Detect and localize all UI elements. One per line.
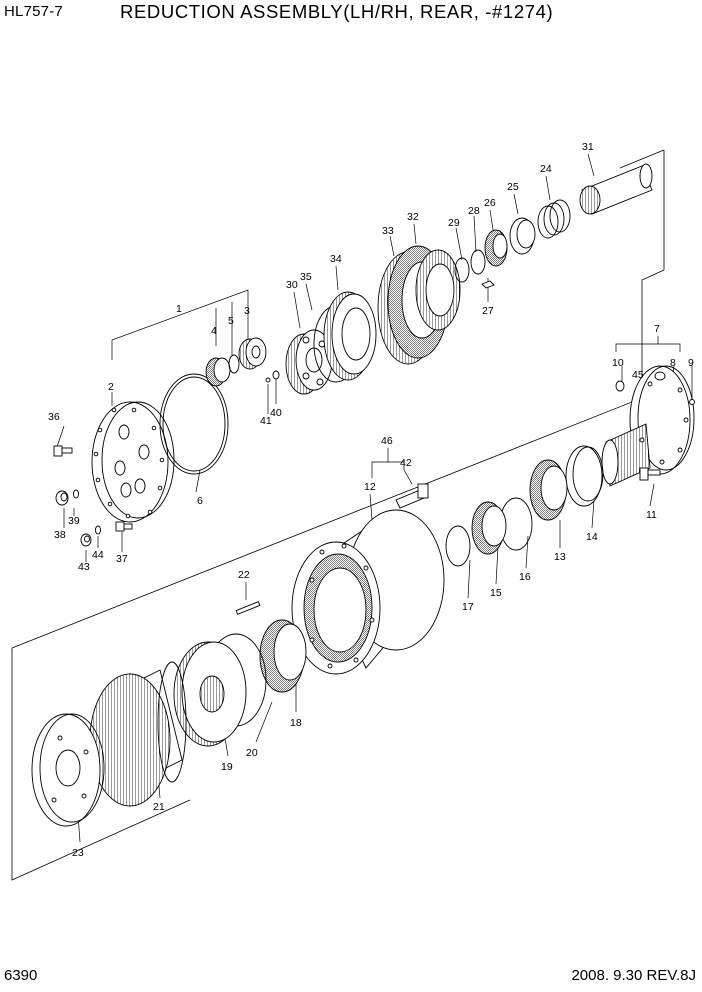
part-label-1: 1 [176, 303, 182, 315]
part-label-46: 46 [381, 435, 393, 447]
key-27 [481, 280, 495, 289]
gear-3 [238, 337, 267, 370]
ring-gear-21 [89, 661, 187, 807]
part-label-22: 22 [238, 569, 250, 581]
part-label-24: 24 [540, 163, 552, 175]
needle-bearing-4 [205, 357, 231, 387]
spring-24 [537, 199, 571, 239]
part-label-18: 18 [290, 717, 302, 729]
part-label-20: 20 [246, 747, 258, 759]
part-label-21: 21 [153, 801, 165, 813]
pin-22 [235, 601, 261, 615]
seal-14 [565, 445, 603, 507]
ring-17 [445, 525, 471, 567]
part-label-42: 42 [400, 457, 412, 469]
part-label-8: 8 [670, 357, 676, 369]
part-label-33: 33 [382, 225, 394, 237]
pin-41 [265, 377, 271, 383]
end-plate-23 [31, 713, 105, 827]
part-label-41: 41 [260, 415, 272, 427]
part-label-12: 12 [364, 481, 376, 493]
part-label-4: 4 [211, 325, 217, 337]
part-label-25: 25 [507, 181, 519, 193]
part-label-34: 34 [330, 253, 342, 265]
part-label-31: 31 [582, 141, 594, 153]
part-label-11: 11 [646, 509, 657, 521]
part-label-2: 2 [108, 381, 114, 393]
bearing-26 [484, 229, 508, 267]
part-label-5: 5 [228, 315, 234, 327]
bolt-42 [395, 483, 429, 509]
bearing-18 [259, 619, 307, 693]
part-label-28: 28 [468, 205, 480, 217]
washer-5 [228, 354, 240, 374]
part-label-10: 10 [612, 357, 624, 369]
part-label-19: 19 [221, 761, 233, 773]
part-label-15: 15 [490, 587, 502, 599]
washer-28 [470, 249, 486, 275]
bearing-15 [471, 501, 507, 555]
part-label-40: 40 [270, 407, 282, 419]
seal-25 [509, 217, 536, 255]
part-label-7: 7 [654, 323, 660, 335]
part-label-35: 35 [300, 271, 312, 283]
part-label-27: 27 [482, 305, 494, 317]
leader-lines [55, 153, 693, 843]
washer-29 [454, 257, 470, 283]
hub-gear-32 [415, 249, 461, 331]
plug-10 [615, 380, 625, 392]
part-label-14: 14 [586, 531, 598, 543]
part-label-23: 23 [72, 847, 84, 859]
part-label-32: 32 [407, 211, 419, 223]
date-revision: 2008. 9.30 REV.8J [571, 967, 696, 984]
part-label-30: 30 [286, 279, 298, 291]
page-title: REDUCTION ASSEMBLY(LH/RH, REAR, -#1274) [120, 1, 554, 22]
part-label-17: 17 [462, 601, 474, 613]
part-label-45: 45 [632, 369, 644, 381]
housing-12 [291, 509, 445, 675]
bearing-13 [529, 459, 568, 521]
stud-bolt-11 [639, 467, 661, 481]
o-ring-44 [95, 525, 101, 535]
washer-40 [272, 370, 280, 380]
cover-plate-2 [91, 401, 175, 523]
part-label-37: 37 [116, 553, 128, 565]
part-label-16: 16 [519, 571, 531, 583]
model-code: HL757-7 [4, 3, 63, 20]
part-label-26: 26 [484, 197, 496, 209]
part-label-6: 6 [197, 495, 203, 507]
o-ring-39 [73, 489, 79, 499]
part-label-39: 39 [68, 515, 80, 527]
plug-38 [55, 490, 69, 506]
o-ring-6 [159, 373, 229, 475]
part-label-13: 13 [554, 551, 566, 563]
part-label-43: 43 [78, 561, 90, 573]
carrier-gear-19 [173, 641, 247, 747]
part-number-labels: 1 2 3 4 5 6 7 8 9 10 11 12 13 14 15 16 1… [48, 141, 694, 859]
plug-43 [80, 533, 92, 547]
part-label-3: 3 [244, 305, 250, 317]
bolt-37 [115, 521, 133, 532]
flange-hub-8 [601, 365, 695, 487]
part-label-44: 44 [92, 549, 104, 561]
shaft-31 [579, 163, 653, 215]
plug-45 [654, 371, 666, 381]
part-label-29: 29 [448, 217, 460, 229]
part-label-9: 9 [688, 357, 694, 369]
page-number: 6390 [4, 967, 38, 984]
part-label-38: 38 [54, 529, 66, 541]
assembly-boundary [11, 149, 665, 881]
pin-9 [689, 399, 695, 405]
bolt-36 [53, 445, 73, 457]
sun-gear-34 [323, 291, 377, 381]
part-label-36: 36 [48, 411, 60, 423]
